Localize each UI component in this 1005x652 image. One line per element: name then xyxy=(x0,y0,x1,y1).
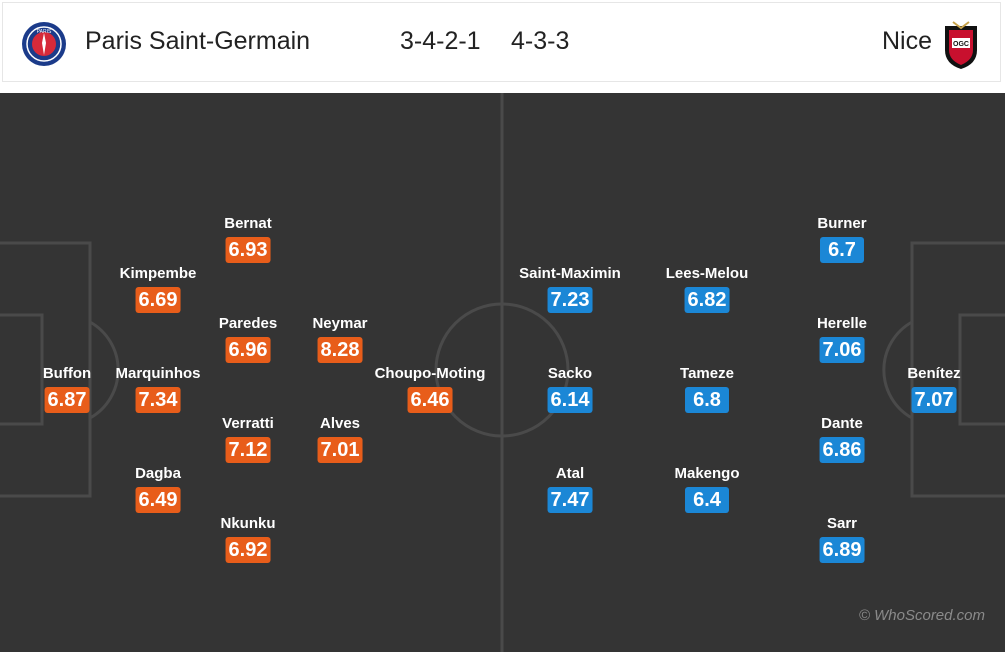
player-name[interactable]: Saint-Maximin xyxy=(519,265,621,282)
player-rating-badge: 7.23 xyxy=(547,287,593,313)
psg-crest-icon[interactable]: PARIS xyxy=(21,21,67,67)
player-rating-badge: 7.12 xyxy=(225,437,271,463)
player-name[interactable]: Neymar xyxy=(312,315,368,332)
svg-text:OGC: OGC xyxy=(953,41,969,48)
player-rating-badge: 6.96 xyxy=(225,337,271,363)
player-name[interactable]: Atal xyxy=(555,465,585,482)
player-name[interactable]: Bernat xyxy=(224,215,272,232)
player-rating-badge: 6.69 xyxy=(135,287,181,313)
player-name[interactable]: Dante xyxy=(821,415,863,432)
player-rating-badge: 6.82 xyxy=(684,287,730,313)
player-name[interactable]: Paredes xyxy=(218,315,278,332)
player-name[interactable]: Tameze xyxy=(680,365,734,382)
player-name[interactable]: Buffon xyxy=(42,365,92,382)
pitch-lines xyxy=(0,93,1005,652)
player-rating-badge: 6.86 xyxy=(819,437,865,463)
player-rating-badge: 6.93 xyxy=(225,237,271,263)
player-name[interactable]: Burner xyxy=(817,215,867,232)
player-rating-badge: 8.28 xyxy=(317,337,363,363)
match-header: PARIS Paris Saint-Germain 3-4-2-1 4-3-3 … xyxy=(2,2,1001,82)
player-rating-badge: 6.49 xyxy=(135,487,181,513)
player-rating-badge: 6.8 xyxy=(685,387,729,413)
player-name[interactable]: Verratti xyxy=(222,415,274,432)
home-team-name[interactable]: Paris Saint-Germain xyxy=(85,27,311,55)
player-name[interactable]: Sarr xyxy=(826,515,858,532)
whoscored-watermark: © WhoScored.com xyxy=(858,607,985,624)
player-rating-badge: 7.07 xyxy=(911,387,957,413)
player-rating-badge: 6.87 xyxy=(44,387,90,413)
away-team-name[interactable]: Nice xyxy=(881,27,932,55)
player-name[interactable]: Makengo xyxy=(674,465,740,482)
player-name[interactable]: Kimpembe xyxy=(119,265,197,282)
player-rating-badge: 6.7 xyxy=(820,237,864,263)
player-name[interactable]: Lees-Melou xyxy=(665,265,749,282)
player-rating-badge: 7.06 xyxy=(819,337,865,363)
home-formation: 3-4-2-1 xyxy=(400,27,481,55)
nice-crest-icon[interactable]: OGC xyxy=(941,20,981,70)
away-formation: 4-3-3 xyxy=(511,27,570,55)
player-name[interactable]: Alves xyxy=(319,415,361,432)
player-name[interactable]: Sacko xyxy=(547,365,593,382)
player-rating-badge: 6.92 xyxy=(225,537,271,563)
player-name[interactable]: Dagba xyxy=(135,465,181,482)
player-name[interactable]: Nkunku xyxy=(220,515,276,532)
svg-text:PARIS: PARIS xyxy=(37,29,52,35)
player-rating-badge: 6.46 xyxy=(407,387,453,413)
player-rating-badge: 7.34 xyxy=(135,387,181,413)
player-rating-badge: 7.47 xyxy=(547,487,593,513)
player-name[interactable]: Benítez xyxy=(907,365,961,382)
player-name[interactable]: Marquinhos xyxy=(115,365,201,382)
player-rating-badge: 6.4 xyxy=(685,487,729,513)
player-rating-badge: 6.14 xyxy=(547,387,593,413)
player-rating-badge: 6.89 xyxy=(819,537,865,563)
player-name[interactable]: Herelle xyxy=(816,315,868,332)
player-rating-badge: 7.01 xyxy=(317,437,363,463)
player-name[interactable]: Choupo-Moting xyxy=(374,365,486,382)
